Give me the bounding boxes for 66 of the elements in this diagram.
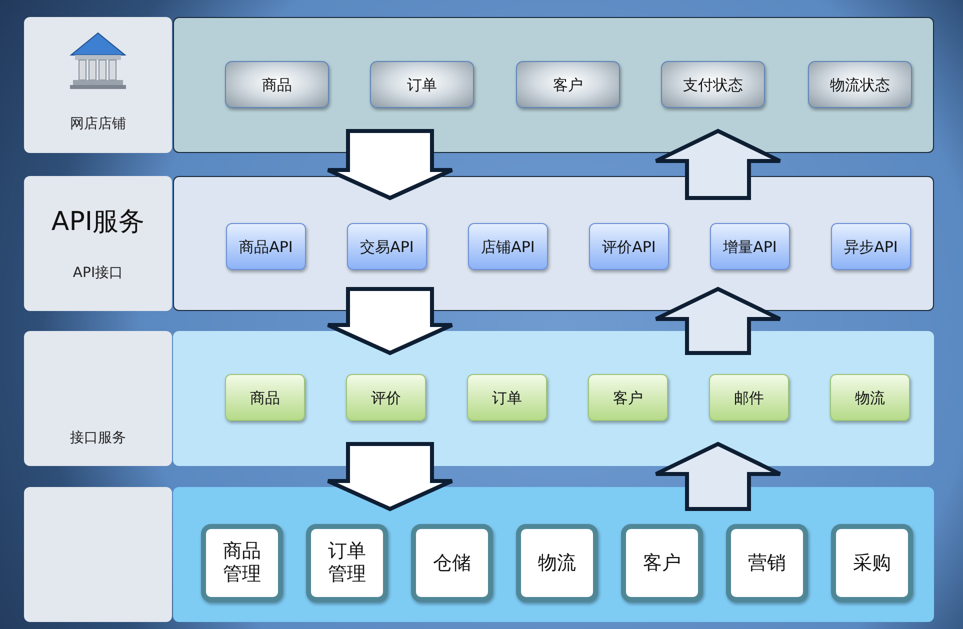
service-box <box>467 374 547 421</box>
block-arrow <box>654 128 782 200</box>
api-box <box>589 223 669 270</box>
layer-title: API服务 <box>50 206 146 239</box>
function-box <box>621 524 703 602</box>
api-box <box>831 223 911 270</box>
module-label: 评价API <box>602 238 656 256</box>
layer-panel <box>173 487 934 622</box>
function-box <box>831 524 913 602</box>
module-label: 采购 <box>852 552 892 574</box>
side-panel <box>24 331 172 466</box>
side-panel <box>24 487 172 622</box>
service-box <box>225 374 305 421</box>
function-box <box>306 524 388 602</box>
layer-panel <box>173 331 934 466</box>
block-arrow <box>326 442 454 512</box>
block-arrow <box>654 442 782 511</box>
module-box <box>225 61 329 108</box>
function-box <box>411 524 493 602</box>
side-panel <box>24 17 172 153</box>
module-label: 店铺API <box>481 238 535 256</box>
block-arrow <box>654 286 782 355</box>
layer-panel <box>173 17 934 153</box>
service-box <box>588 374 668 421</box>
function-box <box>201 524 283 602</box>
module-label: 商品管理 <box>222 540 262 586</box>
module-box <box>808 61 912 108</box>
module-label: 增量API <box>723 238 777 256</box>
module-label: 物流状态 <box>830 76 890 94</box>
module-label: 订单 <box>492 388 522 406</box>
module-label: 物流 <box>538 552 576 574</box>
module-box <box>661 61 765 108</box>
module-label: 营销 <box>748 552 786 574</box>
module-label: 支付状态 <box>683 76 743 94</box>
module-label: 订单 <box>407 76 437 94</box>
module-label: 客户 <box>613 388 643 406</box>
module-label: 客户 <box>642 552 682 574</box>
module-box <box>516 61 620 108</box>
service-box <box>346 374 426 421</box>
module-label: 物流 <box>855 388 885 406</box>
api-box <box>468 223 548 270</box>
service-box <box>830 374 910 421</box>
block-arrow <box>326 129 454 200</box>
module-label: 订单管理 <box>328 540 366 586</box>
module-label: 仓储 <box>432 552 472 574</box>
side-panel <box>24 176 172 311</box>
module-label: 评价 <box>371 388 401 406</box>
layer-panel <box>173 176 934 311</box>
module-label: 客户 <box>553 76 583 94</box>
module-label: 异步API <box>844 238 898 256</box>
module-label: 商品 <box>250 388 280 406</box>
service-box <box>709 374 789 421</box>
module-label: 邮件 <box>734 388 764 406</box>
api-box <box>710 223 790 270</box>
module-box <box>370 61 474 108</box>
layer-label: 接口服务 <box>69 429 127 447</box>
module-label: 商品 <box>262 76 292 94</box>
function-box <box>726 524 808 602</box>
api-box <box>226 223 306 270</box>
layer-label: API接口 <box>72 264 124 282</box>
module-label: 商品API <box>239 238 293 256</box>
layer-label: 网店店铺 <box>69 115 127 133</box>
api-box <box>347 223 427 270</box>
block-arrow <box>326 287 454 356</box>
module-label: 交易API <box>360 238 414 256</box>
function-box <box>516 524 598 602</box>
